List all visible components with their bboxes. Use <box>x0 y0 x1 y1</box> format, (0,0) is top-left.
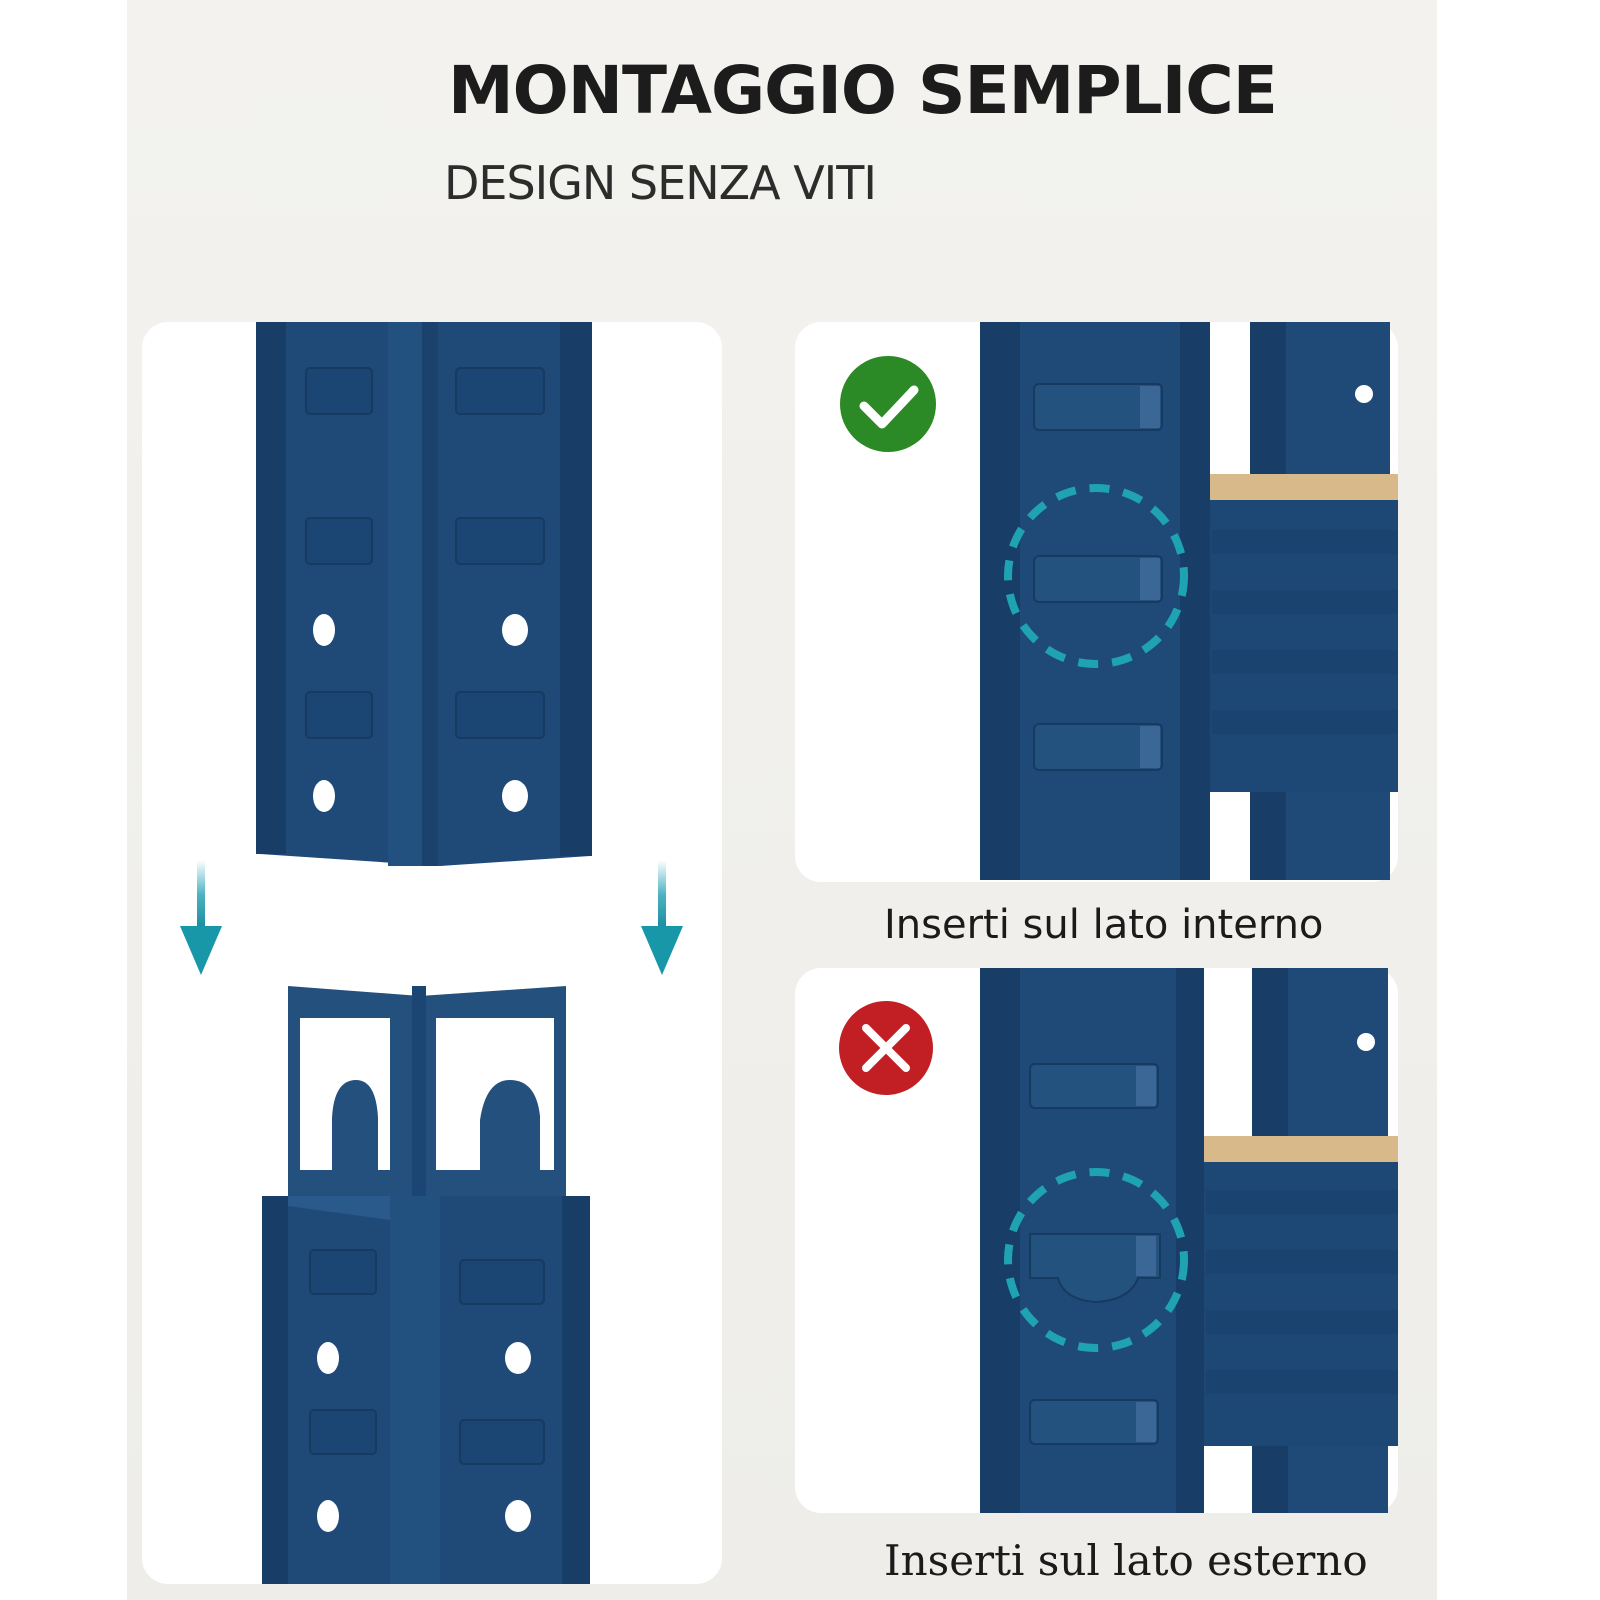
upper-upright <box>256 322 592 866</box>
wrong-upright-detail <box>980 968 1398 1513</box>
correct-upright-detail <box>980 322 1398 880</box>
down-arrow-right-icon <box>641 860 683 975</box>
down-arrow-left-icon <box>180 860 222 975</box>
page-subtitle: DESIGN SENZA VITI <box>444 156 877 210</box>
x-icon <box>839 1001 933 1095</box>
lower-upright-with-insert <box>262 986 590 1584</box>
wrong-caption: Inserti sul lato esterno <box>884 1536 1368 1585</box>
page-title: MONTAGGIO SEMPLICE <box>448 52 1278 129</box>
check-icon <box>840 356 936 452</box>
highlight-circle <box>1004 1168 1188 1352</box>
correct-caption: Inserti sul lato interno <box>884 902 1324 948</box>
highlight-circle <box>1004 484 1188 668</box>
